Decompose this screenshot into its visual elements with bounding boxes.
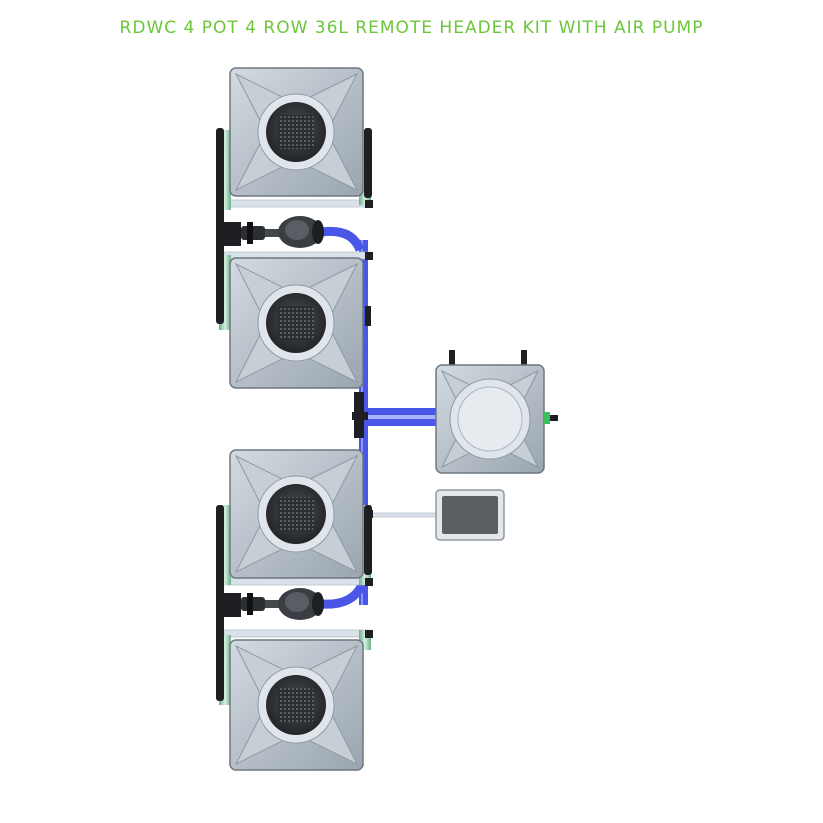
header-feed-lower <box>366 419 438 426</box>
lower-pump-hose <box>321 582 367 609</box>
grow-pot-3 <box>229 449 364 579</box>
connector-pipe <box>223 577 371 586</box>
grow-pot-2 <box>229 257 364 389</box>
air-pump <box>435 489 505 541</box>
grow-pot-1 <box>229 67 364 197</box>
upper-water-pump <box>221 216 324 248</box>
remote-header-tank <box>435 350 558 474</box>
air-line <box>365 512 437 518</box>
upper-pump-hose <box>321 226 365 252</box>
diagram-title: RDWC 4 POT 4 ROW 36L REMOTE HEADER KIT W… <box>119 18 704 38</box>
lower-water-pump <box>221 588 324 620</box>
connector-pipe <box>223 629 371 638</box>
header-feed-upper <box>366 408 438 415</box>
connector-pipe <box>223 199 371 208</box>
grow-pot-4 <box>229 639 364 771</box>
pipework <box>216 128 438 705</box>
